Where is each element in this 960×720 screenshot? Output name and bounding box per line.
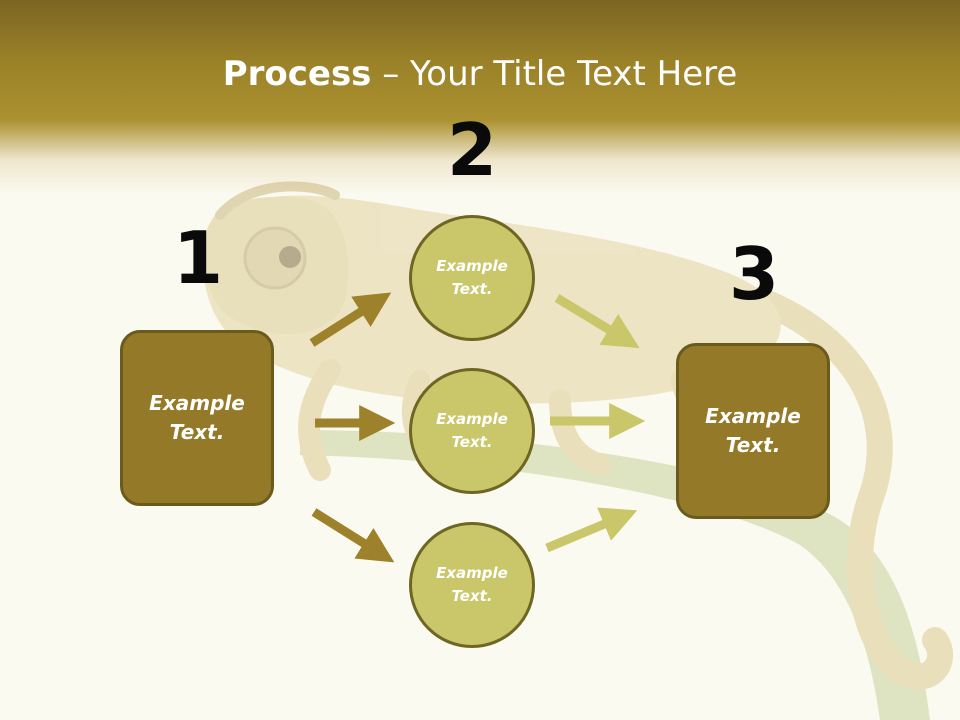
step-number-1: 1	[172, 216, 224, 300]
left-box-text: Example Text.	[149, 391, 245, 444]
circle-bottom-text: Example Text.	[436, 564, 508, 605]
right-process-box: Example Text.	[676, 343, 830, 519]
header-band	[0, 0, 960, 200]
circle-middle-text: Example Text.	[436, 410, 508, 451]
arrow-top-to-right	[554, 294, 640, 349]
right-box-text: Example Text.	[705, 404, 801, 457]
step-number-2: 2	[446, 108, 498, 192]
process-circle-middle: Example Text.	[409, 368, 535, 494]
arrow-bottom-to-right	[545, 507, 638, 553]
circle-top-text: Example Text.	[436, 257, 508, 298]
title-rest: – Your Title Text Here	[371, 54, 738, 94]
arrow-left-to-bottom	[311, 508, 395, 563]
slide-title: Process – Your Title Text Here	[0, 52, 960, 96]
arrow-left-to-top	[309, 292, 392, 347]
process-circle-top: Example Text.	[409, 215, 535, 341]
title-strong: Process	[222, 54, 372, 94]
process-circle-bottom: Example Text.	[409, 522, 535, 648]
step-number-3: 3	[728, 232, 780, 316]
left-process-box: Example Text.	[120, 330, 274, 506]
